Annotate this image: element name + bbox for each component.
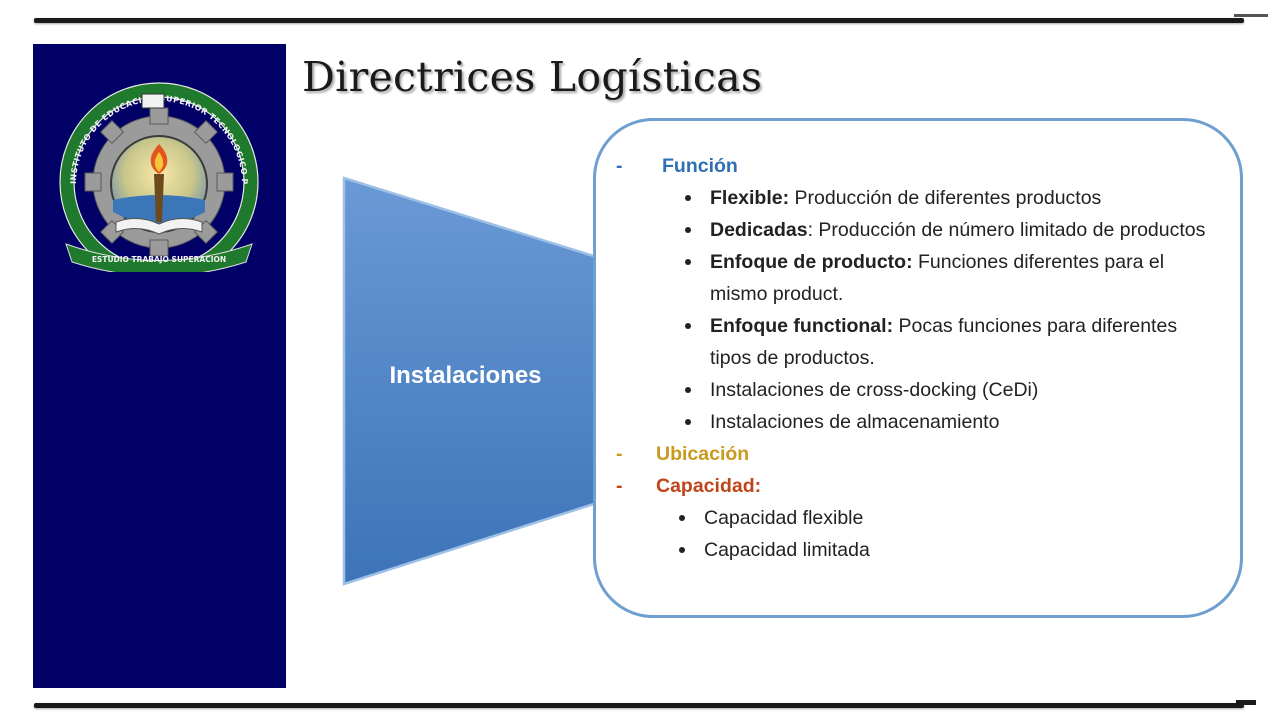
list-item: Capacidad limitada [616, 534, 1216, 566]
section-ubicacion: - Ubicación [616, 438, 1216, 470]
list-item: Enfoque de producto: Funciones diferente… [616, 246, 1216, 310]
section-funcion-label: Función [662, 155, 738, 177]
bullet-icon [679, 547, 685, 553]
bottom-rule [34, 703, 1244, 708]
logo-motto: ESTUDIO TRABAJO SUPERACION [92, 255, 226, 264]
top-rule-cap [1234, 14, 1268, 17]
bullet-icon [685, 227, 691, 233]
section-funcion: - Función [616, 150, 1216, 182]
content-list: - Función Flexible: Producción de difere… [616, 150, 1216, 566]
list-item-text: Instalaciones de almacenamiento [710, 411, 1000, 433]
bullet-icon [685, 387, 691, 393]
bottom-rule-cap [1236, 700, 1256, 705]
list-item: Capacidad flexible [616, 502, 1216, 534]
bullet-icon [685, 323, 691, 329]
list-item-term: Enfoque de producto: [710, 251, 913, 273]
content-callout [593, 118, 1243, 618]
bullet-icon [685, 195, 691, 201]
top-rule [34, 18, 1244, 23]
list-item: Flexible: Producción de diferentes produ… [616, 182, 1216, 214]
bullet-icon [685, 419, 691, 425]
list-item-term: Flexible: [710, 187, 790, 209]
list-item-text: Capacidad limitada [704, 539, 870, 561]
dash-marker: - [616, 443, 623, 465]
list-item: Dedicadas: Producción de número limitado… [616, 214, 1216, 246]
list-item-term: Dedicadas [710, 219, 808, 241]
section-ubicacion-label: Ubicación [656, 443, 750, 465]
dash-marker: - [616, 155, 623, 177]
list-item-term: Enfoque functional: [710, 315, 894, 337]
institution-logo: INSTITUTO DE EDUCACION SUPERIOR TECNOLOG… [46, 72, 259, 272]
list-item-text: Instalaciones de cross-docking (CeDi) [710, 379, 1039, 401]
section-capacidad: - Capacidad: [616, 470, 1216, 502]
bullet-icon [685, 259, 691, 265]
bullet-icon [679, 515, 685, 521]
list-item: Instalaciones de cross-docking (CeDi) [616, 374, 1216, 406]
list-item: Instalaciones de almacenamiento [616, 406, 1216, 438]
section-capacidad-label: Capacidad: [656, 475, 762, 497]
list-item-text: Capacidad flexible [704, 507, 864, 529]
list-item-text: Funciones diferentes para el mismo produ… [710, 251, 1165, 305]
section-arrow [342, 176, 600, 586]
arrow-label: Instalaciones [389, 362, 542, 389]
dash-marker: - [616, 475, 623, 497]
list-item-text: Pocas funciones para diferentes tipos de… [710, 315, 1178, 369]
list-item: Enfoque functional: Pocas funciones para… [616, 310, 1216, 374]
slide-title: Directrices Logísticas [302, 53, 763, 101]
list-item-text: : Producción de número limitado de produ… [807, 219, 1206, 241]
list-item-text: Producción de diferentes productos [789, 187, 1102, 209]
